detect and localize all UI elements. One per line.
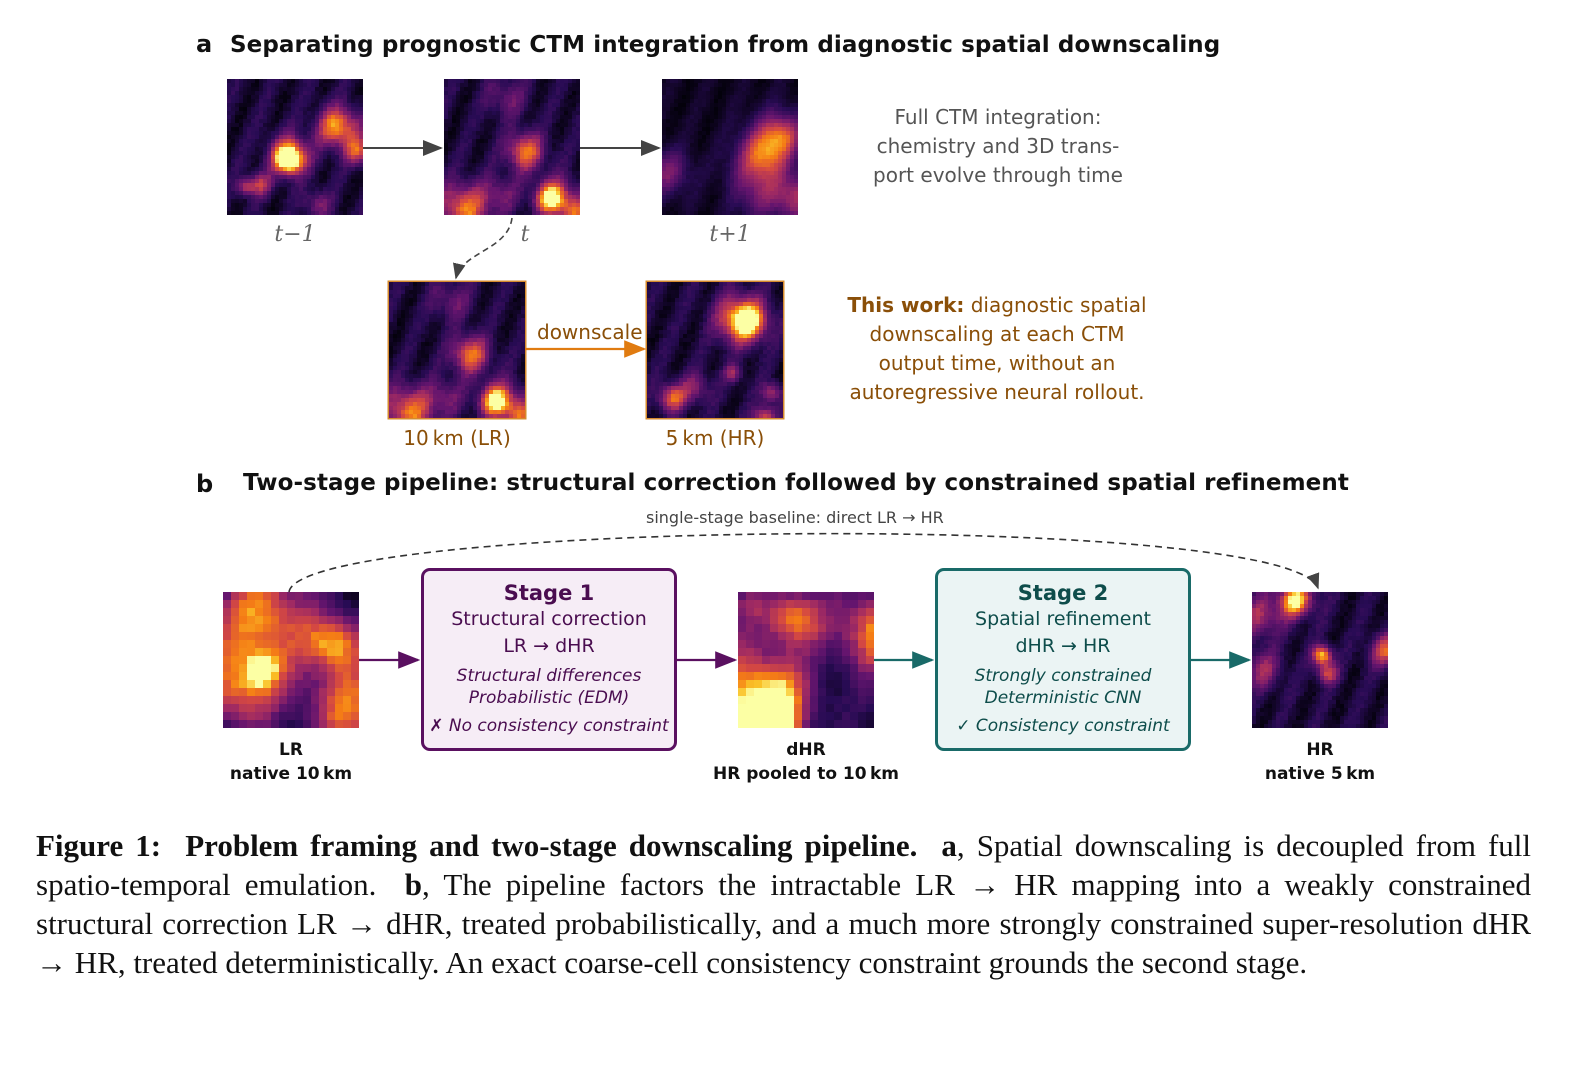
caption-a-letter: a (941, 828, 957, 863)
heatmap-t-minus-1 (227, 79, 363, 215)
panel-b-title: Two-stage pipeline: structural correctio… (243, 470, 1349, 496)
heatmap-hr (1252, 592, 1388, 728)
time-label-t: t (520, 222, 530, 247)
this-work-line-3: output time, without an (878, 351, 1116, 375)
stage-2-box: Stage 2 Spatial refinement dHR → HR Stro… (935, 568, 1191, 751)
heatmap-texture (223, 592, 359, 728)
heatmap-lr-10km (389, 282, 525, 418)
ctm-note: Full CTM integration: chemistry and 3D t… (873, 105, 1123, 187)
heatmap-hr-5km (647, 282, 783, 418)
this-work-bold: This work: (847, 293, 965, 317)
figure-caption: Figure 1: Problem framing and two-stage … (36, 826, 1531, 982)
caption-text-a: , Spatial downscaling is decoupled from … (36, 828, 1532, 902)
dashed-arrow-t-to-lr (453, 217, 513, 280)
stage-2-italic-1: Strongly constrained (974, 666, 1152, 686)
stage-2-italic-3: ✓ Consistency constraint (956, 716, 1170, 736)
time-label-t-plus-1: t+1 (709, 222, 751, 247)
downscale-label: downscale (537, 320, 643, 344)
time-label-t-minus-1: t−1 (274, 222, 316, 247)
baseline-dashed-arrow (288, 532, 1319, 593)
stage-1-title: Stage 1 (503, 581, 595, 605)
heatmap-texture (1252, 592, 1388, 728)
panel-b-letter: b (196, 470, 214, 498)
stage-1-box: Stage 1 Structural correction LR → dHR S… (421, 568, 677, 751)
heatmap-texture (227, 79, 363, 215)
stage-2-italic-2: Deterministic CNN (984, 688, 1142, 708)
hr-resolution-label: 5 km (HR) (665, 426, 765, 450)
stage-1-line-2: LR → dHR (503, 635, 595, 657)
stage-2-title: Stage 2 (1017, 581, 1109, 605)
caption-bold-title: Problem framing and two-stage downscalin… (185, 828, 918, 863)
lr-label: LR native 10 km (229, 740, 353, 784)
heatmap-texture (647, 282, 783, 418)
hr-label: HR native 5 km (1264, 740, 1376, 784)
arrows-overlay (288, 140, 1319, 669)
stage-2-line-2: dHR → HR (1015, 635, 1111, 657)
stage-2-line-1: Spatial refinement (975, 608, 1151, 630)
heatmap-lr (223, 592, 359, 728)
caption-b-letter: b (404, 867, 423, 902)
heatmap-t (444, 79, 580, 215)
heatmap-t-plus-1 (662, 79, 798, 215)
stage-1-line-1: Structural correction (451, 608, 647, 630)
heatmap-texture (444, 79, 580, 215)
this-work-note: This work: diagnostic spatial downscalin… (832, 291, 1162, 407)
heatmap-dhr (738, 592, 874, 728)
heatmap-texture (738, 592, 874, 728)
stage-1-italic-1: Structural differences (456, 666, 642, 686)
panel-a-title: Separating prognostic CTM integration fr… (230, 32, 1221, 58)
stage-1-italic-3: ✗ No consistency constraint (429, 716, 669, 736)
stage-1-italic-2: Probabilistic (EDM) (468, 688, 630, 708)
panel-a-letter: a (196, 30, 213, 58)
heatmap-texture (389, 282, 525, 418)
caption-label: Figure 1: (36, 828, 162, 863)
this-work-line-2: downscaling at each CTM (869, 322, 1125, 346)
this-work-line-1: diagnostic spatial (970, 293, 1147, 317)
dhr-label: dHR HR pooled to 10 km (712, 740, 899, 784)
caption-text-b: , The pipeline factors the intractable L… (36, 867, 1531, 980)
baseline-note: single-stage baseline: direct LR → HR (646, 508, 944, 527)
heatmap-texture (662, 79, 798, 215)
lr-resolution-label: 10 km (LR) (403, 426, 511, 450)
this-work-line-4: autoregressive neural rollout. (849, 380, 1145, 404)
